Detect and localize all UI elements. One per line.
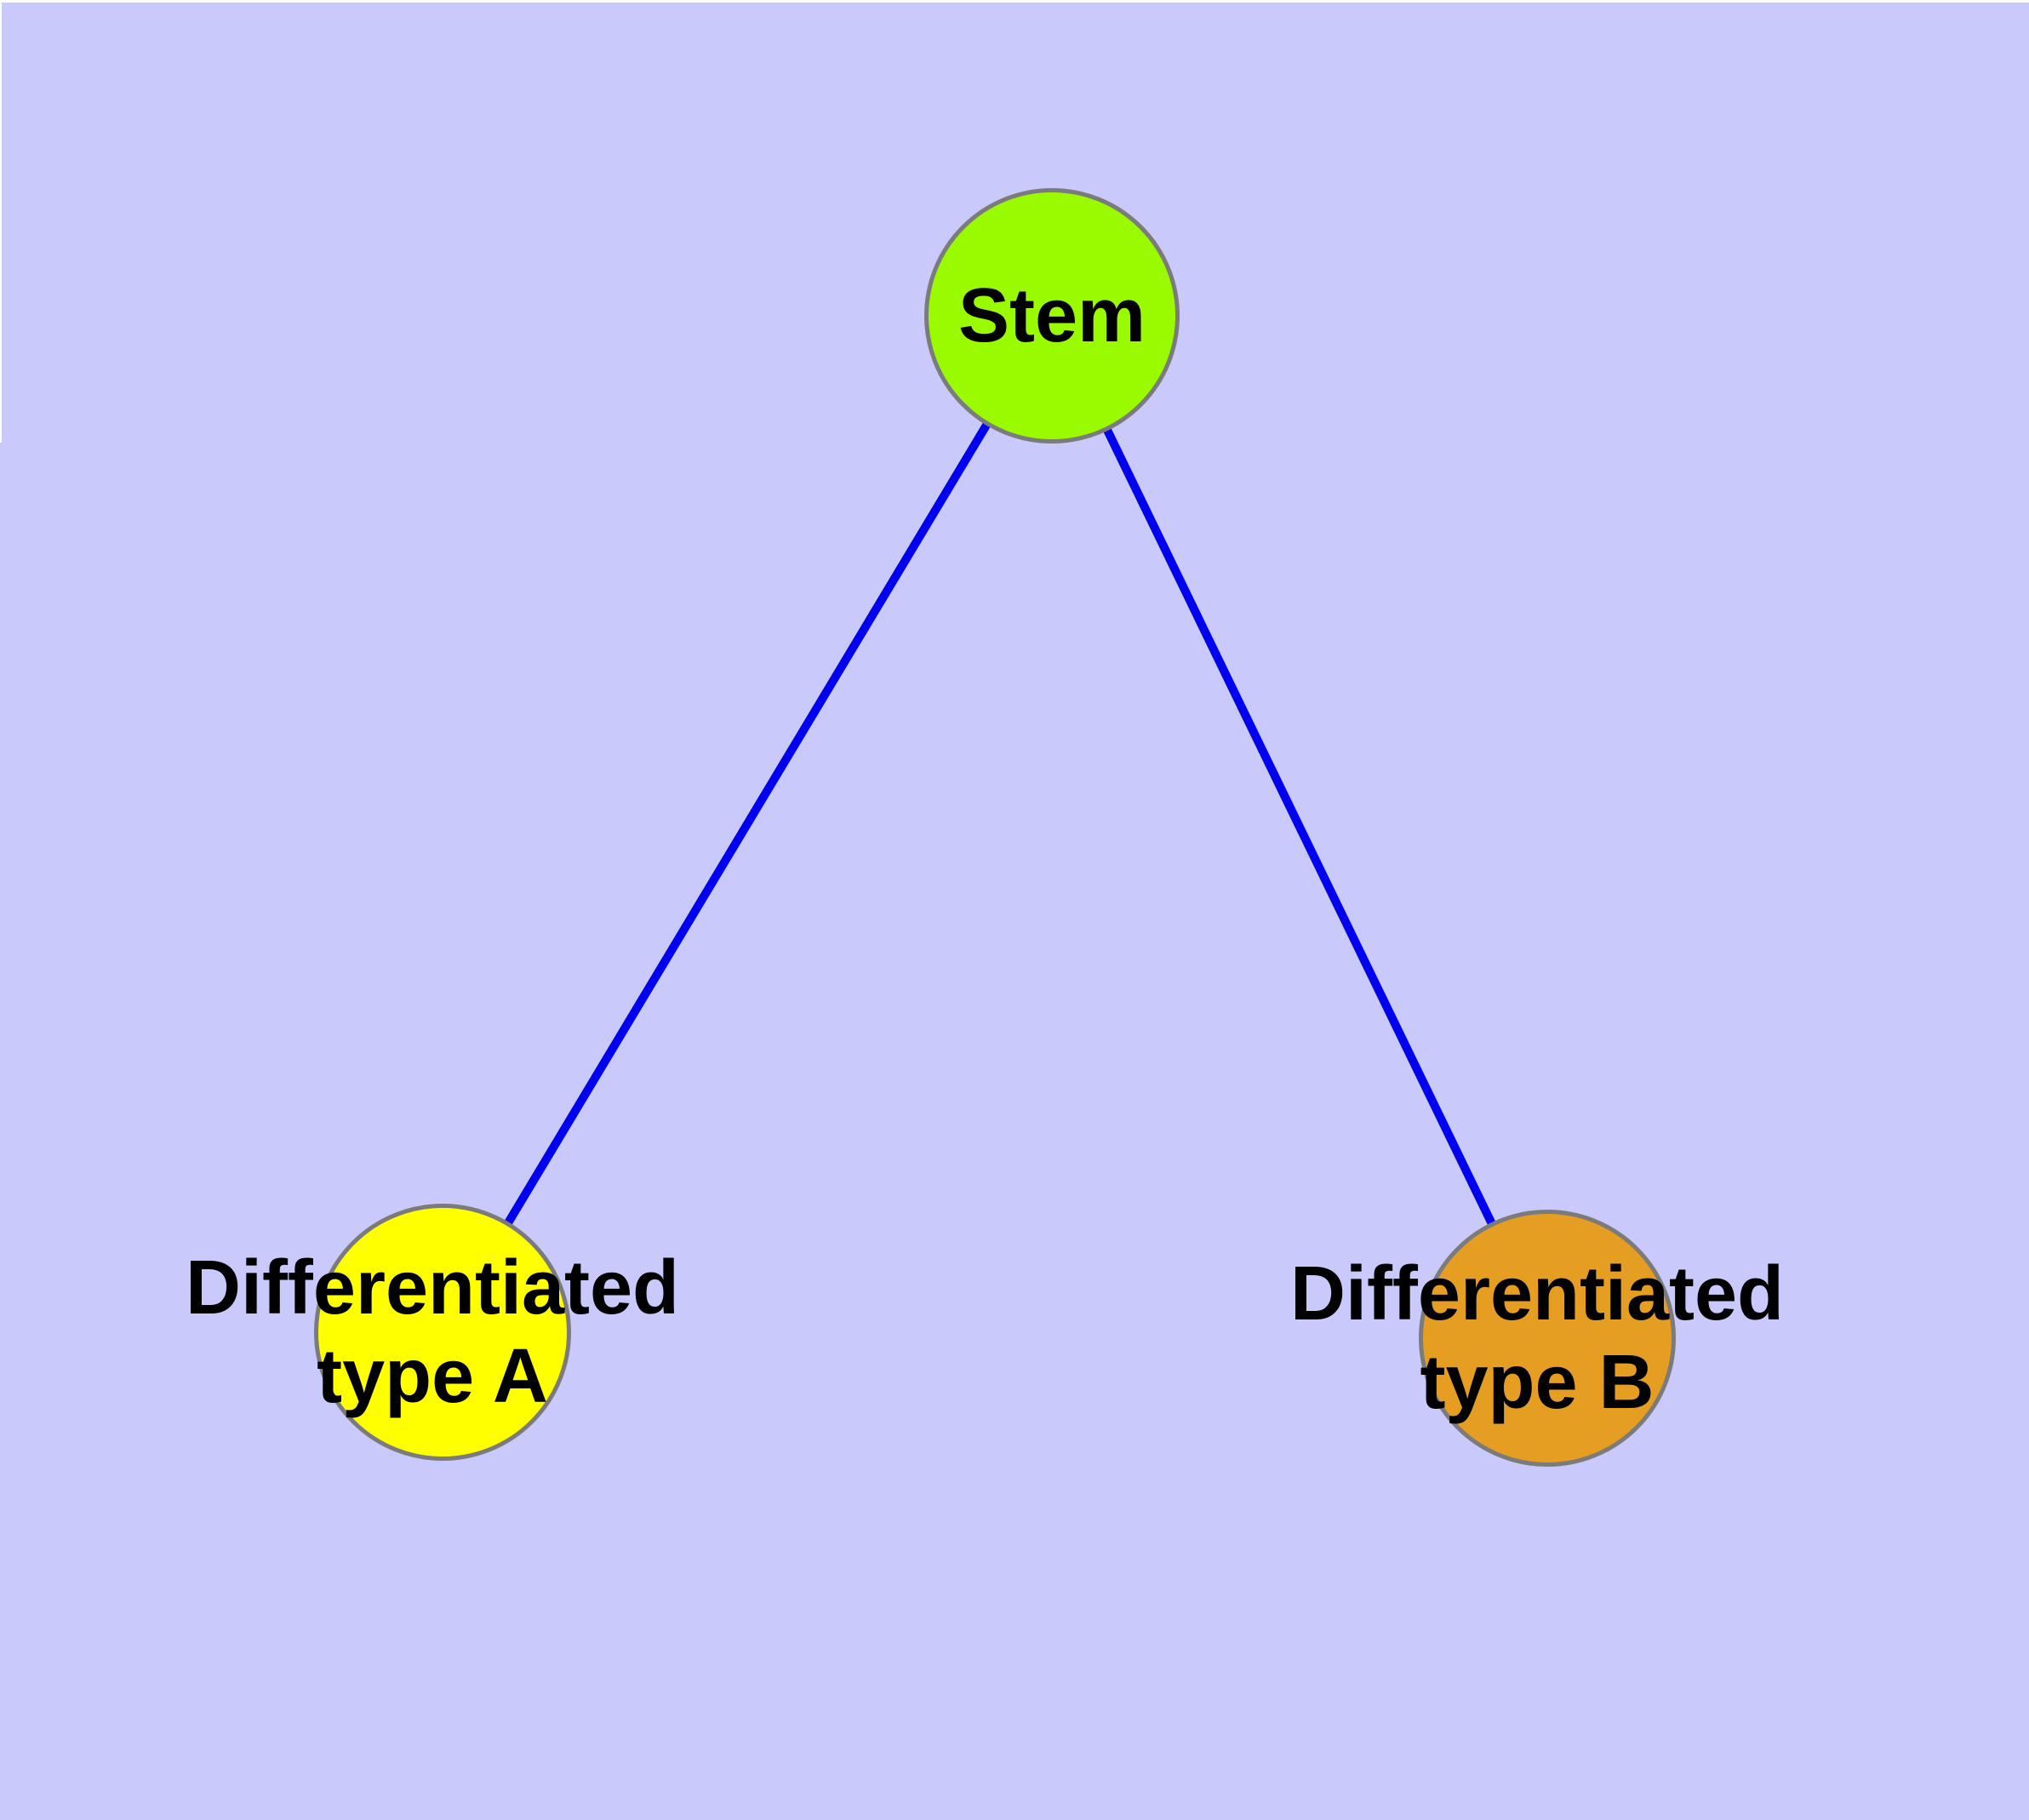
label-line-2: type A xyxy=(317,1334,548,1419)
white-left-edge-strip xyxy=(0,0,2,443)
edge-stem-to-type-a xyxy=(438,313,1056,1335)
white-top-edge-strip xyxy=(0,0,2029,3)
node-differentiated-type-b-label: Differentiated type B xyxy=(1112,1250,1963,1427)
edge-stem-to-type-b xyxy=(1048,313,1552,1341)
node-stem: Stem xyxy=(924,188,1180,444)
label-line-1: Differentiated xyxy=(185,1245,680,1331)
node-differentiated-type-a-label: Differentiated type A xyxy=(7,1244,858,1421)
label-line-1: Differentiated xyxy=(1289,1251,1785,1336)
node-differentiated-type-a xyxy=(314,1204,571,1461)
node-differentiated-type-b xyxy=(1419,1210,1676,1467)
node-stem-label: Stem xyxy=(957,273,1146,358)
label-line-2: type B xyxy=(1420,1340,1655,1425)
